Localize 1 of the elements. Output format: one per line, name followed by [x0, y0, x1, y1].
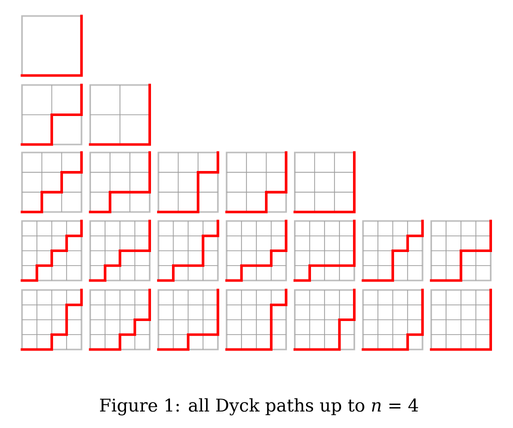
caption: Figure 1: all Dyck paths up to n = 4 — [100, 398, 418, 416]
